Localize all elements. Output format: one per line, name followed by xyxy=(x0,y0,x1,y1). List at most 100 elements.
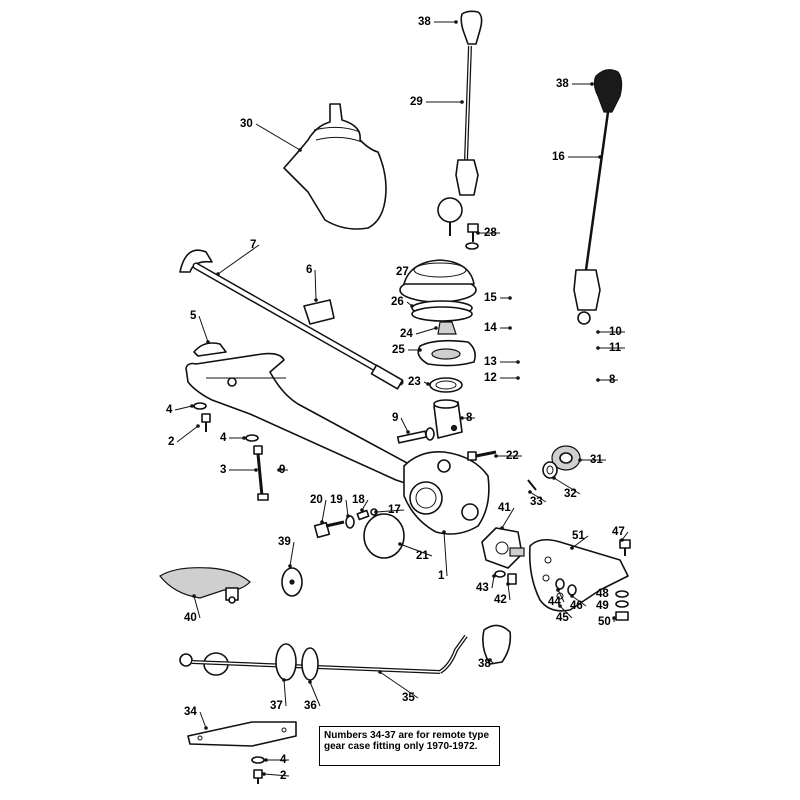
callout-13: 13 xyxy=(484,356,520,368)
leader-line xyxy=(501,507,515,529)
callout-label: 32 xyxy=(564,488,577,500)
gear-knob-38-remote xyxy=(482,624,512,665)
callout-21: 21 xyxy=(398,542,433,562)
leader-dot xyxy=(374,510,378,514)
housing-boss-8-center xyxy=(433,399,463,439)
leader-dot xyxy=(454,20,458,24)
callout-39: 39 xyxy=(278,536,295,568)
long-bolt-3 xyxy=(253,445,269,501)
fitting-note: Numbers 34-37 are for remote type gear c… xyxy=(319,726,500,766)
callout-label: 38 xyxy=(478,658,491,670)
callout-label: 17 xyxy=(388,504,401,516)
callout-10: 10 xyxy=(596,326,625,338)
callout-label: 15 xyxy=(484,292,497,304)
leader-dot xyxy=(196,424,200,428)
callout-label: 49 xyxy=(596,600,609,612)
leader-line xyxy=(217,244,260,275)
remote-lever-35 xyxy=(179,634,468,676)
callout-7: 7 xyxy=(216,239,260,276)
leader-dot xyxy=(570,594,574,598)
leader-dot xyxy=(508,296,512,300)
spring-18 xyxy=(356,509,370,521)
leader-line xyxy=(571,535,589,549)
callout-label: 7 xyxy=(250,239,256,251)
selector-rod-7 xyxy=(179,249,404,390)
nut-46 xyxy=(567,584,577,596)
gear-knob-38-right xyxy=(593,69,623,113)
leader-dot xyxy=(596,378,600,382)
callout-38: 38 xyxy=(556,78,594,90)
leader-dot xyxy=(558,604,562,608)
callout-label: 34 xyxy=(184,706,197,718)
leader-dot xyxy=(192,594,196,598)
callout-label: 29 xyxy=(410,96,423,108)
leader-line xyxy=(507,583,511,601)
leader-line xyxy=(321,499,327,523)
callout-6: 6 xyxy=(306,264,318,302)
callout-9: 9 xyxy=(277,464,288,476)
leader-dot xyxy=(508,326,512,330)
leader-dot xyxy=(378,670,382,674)
bush-24 xyxy=(437,321,457,335)
leader-line xyxy=(529,491,547,503)
callout-41: 41 xyxy=(498,502,515,530)
callout-label: 4 xyxy=(166,404,173,416)
leader-line xyxy=(198,315,209,343)
callout-28: 28 xyxy=(476,227,500,239)
bracket-5 xyxy=(193,342,227,357)
leader-dot xyxy=(516,376,520,380)
leader-dot xyxy=(314,298,318,302)
gear-knob-38-top xyxy=(460,10,483,45)
leader-line xyxy=(176,425,199,443)
washer-19 xyxy=(345,515,355,529)
callout-38: 38 xyxy=(418,16,458,28)
callout-label: 30 xyxy=(240,118,253,130)
callout-label: 47 xyxy=(612,526,625,538)
callout-20: 20 xyxy=(310,494,327,524)
leader-dot xyxy=(288,564,292,568)
leader-line xyxy=(553,477,581,495)
callout-35: 35 xyxy=(378,670,419,704)
callout-33: 33 xyxy=(528,490,547,508)
sealing-plug-21 xyxy=(363,513,405,559)
callout-label: 26 xyxy=(391,296,404,308)
bolt-9 xyxy=(396,427,435,444)
leader-dot xyxy=(360,508,364,512)
gaiter-ring-37 xyxy=(275,643,297,681)
leader-dot xyxy=(620,538,624,542)
callout-2: 2 xyxy=(262,770,290,782)
washer-4-left xyxy=(193,402,207,410)
leader-dot xyxy=(398,542,402,546)
callout-label: 46 xyxy=(570,600,583,612)
leader-line xyxy=(255,123,301,151)
leader-line xyxy=(361,499,369,511)
callout-48: 48 xyxy=(596,588,609,600)
callout-label: 5 xyxy=(190,310,197,322)
callout-45: 45 xyxy=(556,604,573,624)
callout-label: 16 xyxy=(552,151,565,163)
leader-dot xyxy=(528,490,532,494)
note-line-1: Numbers 34-37 are for remote type xyxy=(324,730,490,741)
leader-dot xyxy=(506,582,510,586)
callout-label: 14 xyxy=(484,322,497,334)
callout-label: 36 xyxy=(304,700,317,712)
leader-dot xyxy=(612,616,616,620)
callout-label: 43 xyxy=(476,582,489,594)
callout-3: 3 xyxy=(220,464,258,476)
leader-dot xyxy=(500,526,504,530)
mounting-41 xyxy=(481,527,525,569)
leader-dot xyxy=(590,82,594,86)
leader-dot xyxy=(426,382,430,386)
callout-4: 4 xyxy=(166,404,194,416)
bolt-47 xyxy=(619,539,631,556)
leader-dot xyxy=(254,468,258,472)
callout-29: 29 xyxy=(410,96,464,108)
gear-gaiter-30 xyxy=(283,103,387,230)
callout-9: 9 xyxy=(392,412,410,434)
callout-49: 49 xyxy=(596,600,609,612)
callout-label: 51 xyxy=(572,530,585,542)
leader-dot xyxy=(488,658,492,662)
callout-label: 25 xyxy=(392,344,405,356)
callout-34: 34 xyxy=(184,706,208,730)
callout-label: 2 xyxy=(168,436,174,448)
